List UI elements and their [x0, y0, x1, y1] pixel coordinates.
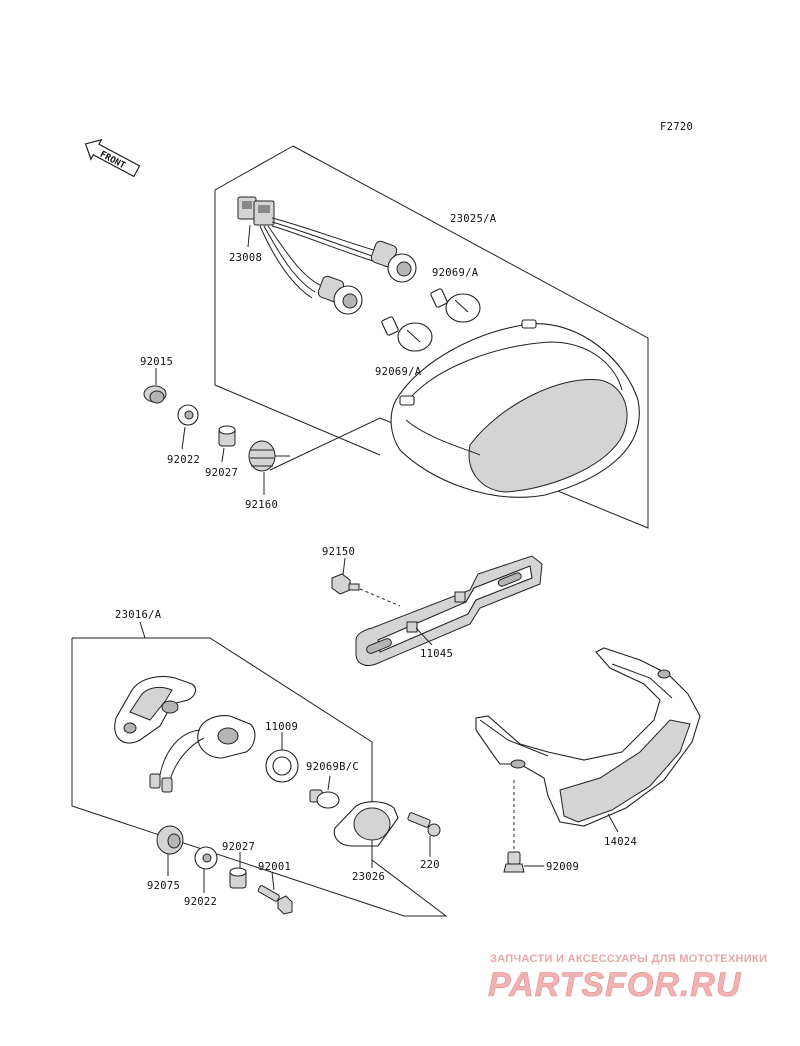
lens-23026	[333, 801, 399, 847]
part-label-14024: 14024	[604, 836, 637, 848]
washer-92022-lower	[194, 846, 218, 870]
bolt-92001	[257, 885, 293, 915]
gasket-11009	[265, 749, 299, 783]
part-label-92022-bottom: 92022	[184, 896, 217, 908]
part-label-92069a-bottom: 92069/A	[375, 366, 422, 378]
bulb-upper	[430, 288, 481, 323]
part-label-92001: 92001	[258, 861, 291, 873]
bulb-socket-lower	[317, 275, 363, 315]
leader-92150	[342, 557, 346, 576]
upper-leader-lines	[155, 224, 265, 495]
screw-220	[407, 812, 441, 837]
watermark: ЗАПЧАСТИ И АКСЕССУАРЫ ДЛЯ МОТОТЕХНИКИ PA…	[488, 953, 767, 1004]
rear-fender-14024	[475, 647, 701, 827]
part-label-220: 220	[420, 859, 440, 871]
license-light-assembly-frame	[71, 637, 448, 917]
part-label-92069a-top: 92069/A	[432, 267, 479, 279]
figure-code: F2720	[660, 121, 693, 133]
bolt-92150	[331, 573, 401, 607]
part-label-92160: 92160	[245, 499, 278, 511]
taillight-lens-housing	[390, 319, 640, 498]
part-label-92022-top: 92022	[167, 454, 200, 466]
part-label-92075: 92075	[147, 880, 180, 892]
part-label-92009: 92009	[546, 861, 579, 873]
part-label-11045: 11045	[420, 648, 453, 660]
front-arrow-icon: FRONT	[84, 138, 141, 178]
nut-92015	[143, 385, 167, 404]
part-label-23025a: 23025/A	[450, 213, 497, 225]
part-label-23008: 23008	[229, 252, 262, 264]
license-light-socket	[149, 715, 256, 793]
part-label-23016a: 23016/A	[115, 609, 162, 621]
part-label-92069bc: 92069B/C	[306, 761, 359, 773]
taillight-assembly-frame	[214, 145, 649, 529]
watermark-tagline: ЗАПЧАСТИ И АКСЕССУАРЫ ДЛЯ МОТОТЕХНИКИ	[490, 953, 767, 965]
connector-23008	[237, 196, 275, 226]
bolt-92009	[503, 780, 544, 873]
grommet-92075	[156, 825, 184, 855]
washer-92022-upper	[177, 404, 199, 426]
collar-92027-lower	[229, 867, 247, 889]
part-label-92150: 92150	[322, 546, 355, 558]
leader-11045	[415, 627, 433, 646]
lower-leader-lines	[167, 732, 431, 893]
bulb-socket-upper	[370, 240, 417, 283]
license-bracket-11045	[355, 555, 543, 667]
grommet-92160	[248, 440, 290, 472]
watermark-logo: PARTSFOR.RU	[488, 966, 742, 1004]
part-label-92027-bottom: 92027	[222, 841, 255, 853]
bulb-92069bc	[309, 789, 340, 809]
part-label-92015: 92015	[140, 356, 173, 368]
part-label-92027-top: 92027	[205, 467, 238, 479]
collar-92027-upper	[218, 425, 236, 447]
part-label-11009: 11009	[265, 721, 298, 733]
license-light-bracket	[114, 675, 197, 744]
leader-23016a	[139, 621, 146, 639]
leader-14024	[607, 813, 619, 833]
bulb-lower	[381, 316, 433, 352]
wire-harness	[259, 217, 381, 299]
part-label-23026: 23026	[352, 871, 385, 883]
